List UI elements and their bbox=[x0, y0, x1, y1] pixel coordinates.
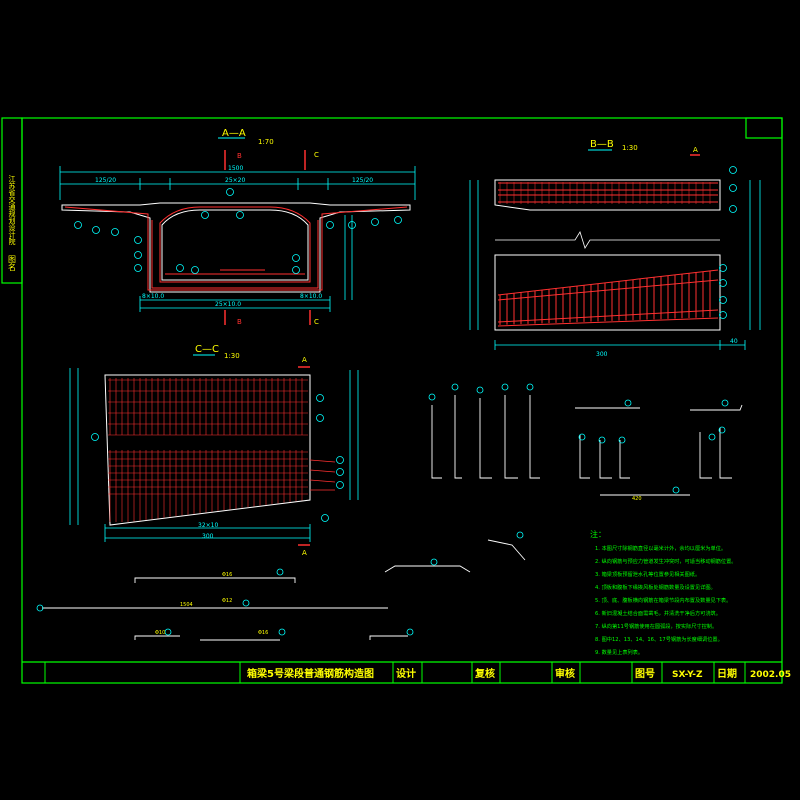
notes-block: 注： 1. 本图尺寸除钢筋直径以毫米计外，余均以厘米为单位。 2. 纵向钢筋与预… bbox=[590, 529, 736, 656]
c-c-callouts bbox=[91, 394, 344, 522]
c-c-rebar-extension bbox=[309, 459, 336, 491]
svg-text:C: C bbox=[314, 318, 319, 326]
b-b-upper-slab bbox=[494, 179, 721, 211]
long-bar-dia-4: Φ16 bbox=[258, 630, 268, 636]
b-b-upper-rebar bbox=[498, 182, 718, 203]
long-bar-dia-3: Φ10 bbox=[155, 630, 165, 636]
title-block: 箱梁5号梁段普通钢筋构造图 设计 复核 审核 图号 SX-Y-Z 日期 2002… bbox=[44, 662, 791, 683]
section-b-b-title: B—B bbox=[590, 139, 614, 150]
bar-detail-diagonal-callout bbox=[516, 531, 524, 539]
drawing-number-label: 图号 bbox=[635, 668, 655, 680]
b-b-dim-bottom: 300 bbox=[596, 351, 608, 358]
side-strip-org: 江苏省交通规划设计院 bbox=[8, 175, 16, 246]
b-b-dim-right: 40 bbox=[730, 338, 738, 345]
drawing-title: 箱梁5号梁段普通钢筋构造图 bbox=[247, 667, 374, 680]
section-a-a-scale: 1:70 bbox=[258, 138, 274, 146]
section-marker-a-bb-top: A bbox=[690, 146, 700, 156]
note-item-7: 7. 纵向第11号钢筋使用在圆弧段，按实际尺寸控制。 bbox=[595, 622, 717, 630]
date-label: 日期 bbox=[717, 667, 737, 680]
bar-detail-hook-callout bbox=[430, 558, 438, 566]
notes-heading: 注： bbox=[590, 529, 606, 539]
side-strip-title: 图名 bbox=[8, 255, 17, 272]
date-value: 2002.05 bbox=[750, 670, 791, 680]
c-c-dims bbox=[69, 368, 359, 542]
a-a-bottom-dim-3: 8×10.0 bbox=[300, 293, 322, 300]
a-a-dim-overall: 1500 bbox=[228, 165, 243, 172]
b-b-break-line bbox=[495, 231, 720, 249]
c-c-outline bbox=[104, 374, 311, 526]
c-c-dim-bottom-1: 32×10 bbox=[198, 522, 218, 529]
svg-text:A: A bbox=[302, 549, 307, 557]
section-marker-c-top: C bbox=[304, 150, 319, 170]
side-strip: 江苏省交通规划设计院 图名 bbox=[8, 175, 17, 272]
note-item-4: 4. 顶板和腹板下缘挨风板处钢筋数量及设置见详图。 bbox=[595, 583, 716, 591]
bar-detail-diagonal bbox=[487, 539, 526, 561]
b-b-lower-rebar bbox=[497, 269, 719, 327]
bar-detail-hook bbox=[384, 565, 471, 573]
b-b-dims bbox=[469, 180, 761, 350]
review-label: 复核 bbox=[474, 667, 495, 680]
bar-detail-len-1: 420 bbox=[632, 496, 642, 502]
long-bars-callouts bbox=[36, 568, 414, 636]
note-item-8: 8. 图中12、13、14、16、17号钢筋为长度细调位置。 bbox=[595, 635, 723, 643]
bar-details-vertical bbox=[431, 395, 540, 479]
a-a-bottom-dims bbox=[139, 296, 331, 312]
section-marker-b-top: B bbox=[224, 150, 242, 170]
note-item-2: 2. 纵向钢筋与预应力管道发生冲突时，可适当移动钢筋位置。 bbox=[595, 557, 736, 565]
a-a-dim-right: 125/20 bbox=[352, 177, 373, 184]
b-b-lower-web bbox=[494, 254, 721, 331]
a-a-right-dims bbox=[344, 215, 353, 300]
a-a-dim-mid: 25×20 bbox=[225, 177, 245, 184]
section-b-b: B—B 1:30 A bbox=[469, 139, 761, 358]
bar-details-vertical-callouts bbox=[428, 383, 534, 401]
section-marker-c-bottom: C bbox=[309, 310, 319, 326]
a-a-callouts bbox=[74, 188, 402, 274]
section-marker-b-bottom: B bbox=[224, 310, 242, 326]
svg-text:B: B bbox=[237, 318, 242, 326]
a-a-dim-left: 125/20 bbox=[95, 177, 116, 184]
note-item-9: 9. 数量见上表列表。 bbox=[595, 648, 643, 656]
note-item-3: 3. 箱梁顶板预留泄水孔等位置参见相关图纸。 bbox=[595, 570, 700, 578]
drawing-number-value: SX-Y-Z bbox=[672, 670, 703, 680]
section-b-b-scale: 1:30 bbox=[622, 144, 638, 152]
a-a-rebar bbox=[64, 206, 408, 291]
note-item-1: 1. 本图尺寸除钢筋直径以毫米计外，余均以厘米为单位。 bbox=[595, 544, 726, 552]
section-marker-a-cc-top: A bbox=[298, 356, 310, 368]
section-c-c: C—C 1:30 A bbox=[69, 344, 359, 557]
design-label: 设计 bbox=[396, 667, 416, 680]
long-bar-length: 1504 bbox=[180, 602, 193, 608]
section-c-c-title: C—C bbox=[195, 344, 219, 355]
long-bars bbox=[42, 577, 408, 641]
section-c-c-scale: 1:30 bbox=[224, 352, 240, 360]
long-bar-dia-2: Φ12 bbox=[222, 598, 232, 604]
svg-text:A: A bbox=[693, 146, 698, 154]
c-c-upper-rebar-grid bbox=[108, 378, 308, 436]
section-marker-a-cc-bottom: A bbox=[298, 544, 310, 557]
section-a-a-title: A—A bbox=[222, 128, 246, 139]
b-b-upper-stirrups bbox=[499, 182, 711, 204]
c-c-lower-rebar-grid bbox=[108, 450, 308, 522]
long-bar-dia-1: Φ16 bbox=[222, 572, 232, 578]
approve-label: 审核 bbox=[555, 667, 575, 680]
bar-details-right-callouts bbox=[578, 399, 729, 494]
section-a-a: A—A 1:70 B C 1500 125/20 25×20 125/20 bbox=[59, 128, 416, 326]
a-a-girder-outline bbox=[61, 202, 411, 293]
note-item-5: 5. 顶、底、腹板横向钢筋在箱梁节段内布置及数量见下表。 bbox=[595, 596, 731, 604]
b-b-callouts bbox=[719, 166, 737, 319]
a-a-bottom-dim-2: 25×10.0 bbox=[215, 301, 241, 308]
svg-text:C: C bbox=[314, 151, 319, 159]
svg-text:B: B bbox=[237, 152, 242, 160]
note-item-6: 6. 新旧混凝土结合面需凿毛，并清洗干净后方可浇筑。 bbox=[595, 609, 721, 617]
a-a-top-dims bbox=[59, 166, 416, 200]
bar-details-right bbox=[575, 404, 743, 496]
svg-text:A: A bbox=[302, 356, 307, 364]
a-a-bottom-dim-1: 8×10.0 bbox=[142, 293, 164, 300]
sheet-frame bbox=[1, 117, 783, 684]
c-c-dim-bottom-2: 300 bbox=[202, 533, 214, 540]
